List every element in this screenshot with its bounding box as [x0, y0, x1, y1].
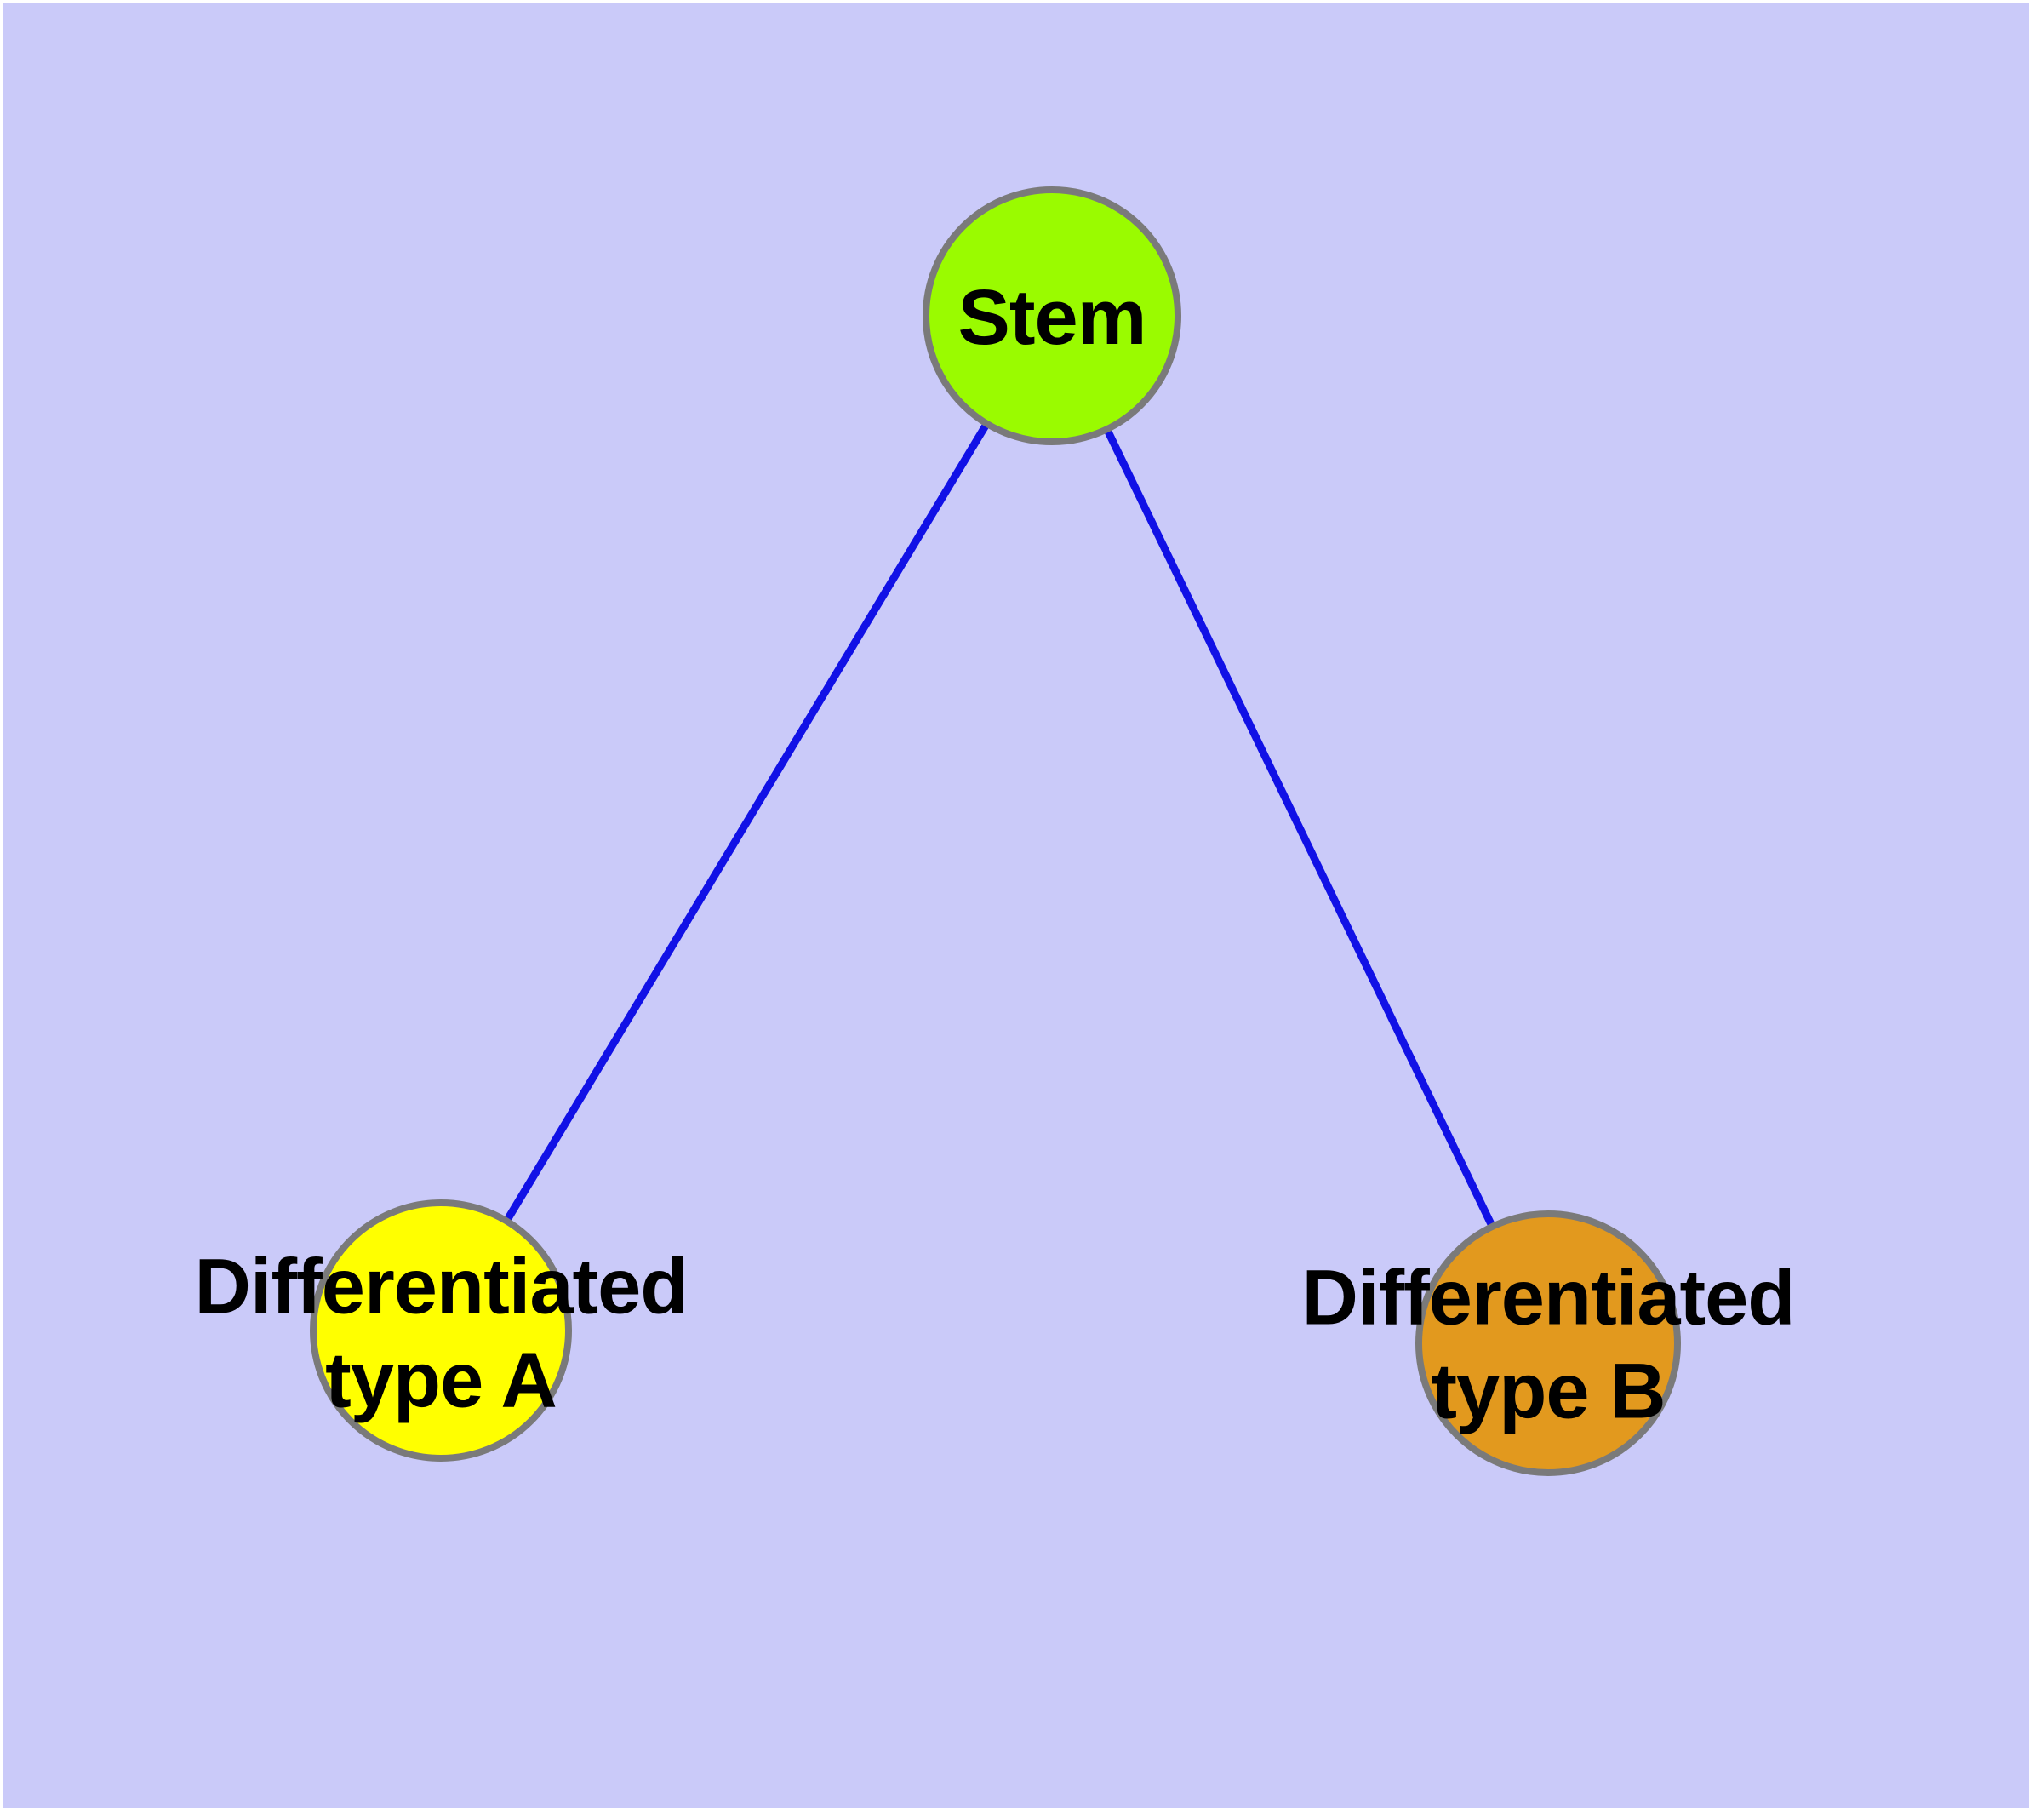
node-type-a-circle: [310, 1199, 572, 1462]
graph-canvas: Stem Differentiated type A Differentiate…: [3, 3, 2029, 1808]
edge-stem-to-type-a: [504, 423, 989, 1222]
node-type-b-circle: [1415, 1210, 1681, 1476]
node-stem-circle: [923, 186, 1181, 445]
graph-svg: [310, 186, 1681, 1476]
edge-stem-to-type-b: [1104, 430, 1495, 1226]
